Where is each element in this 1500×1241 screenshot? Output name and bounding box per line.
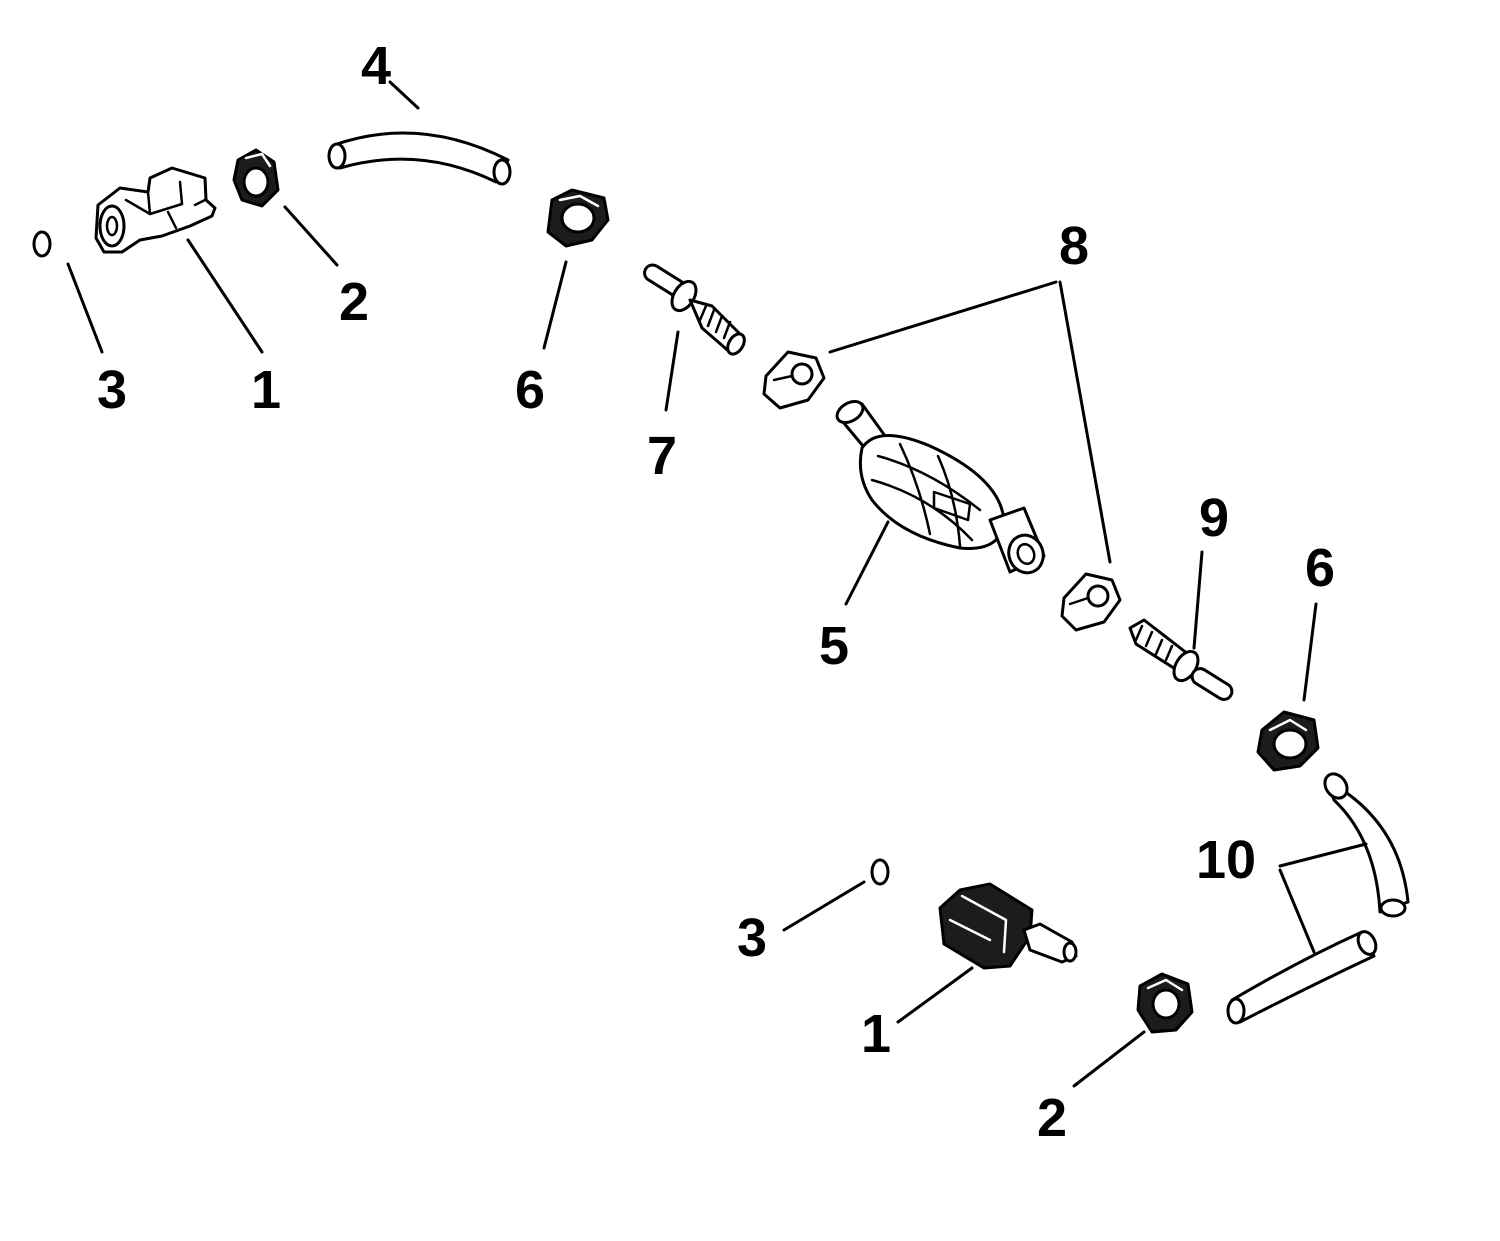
leader-4	[388, 80, 420, 110]
leader-3-top	[66, 262, 104, 354]
primer-bulb	[835, 400, 1046, 575]
callout-3-bot: 3	[737, 908, 767, 968]
fitting-bottom	[1128, 618, 1234, 701]
hose-bottom-upper	[1323, 772, 1410, 918]
callout-6-top: 6	[515, 360, 545, 420]
leader-6-top	[542, 260, 568, 350]
hose-bottom-lower	[1226, 930, 1378, 1025]
leader-lines	[66, 80, 1368, 1088]
clamp-top	[232, 148, 280, 208]
callout-9: 9	[1199, 488, 1229, 548]
callout-labels: 4 2 3 1 6 7 8 5 9 6 10 3 1 2	[97, 36, 1335, 1148]
callout-2-top: 2	[339, 272, 369, 332]
connector-top	[94, 166, 217, 254]
leader-3-bottom	[782, 880, 866, 932]
leader-5	[844, 520, 890, 606]
clamp-bottom	[1136, 972, 1194, 1034]
callout-6-bot: 6	[1305, 538, 1335, 598]
leader-10-upper	[1278, 842, 1368, 868]
clip-upper	[762, 350, 826, 410]
callout-3-top: 3	[97, 360, 127, 420]
leader-6-bottom	[1302, 602, 1318, 702]
callout-10: 10	[1196, 830, 1256, 890]
connector-bottom	[938, 882, 1078, 970]
o-ring-top	[32, 230, 52, 258]
clamp-top-right	[546, 188, 610, 248]
callout-2-bot: 2	[1037, 1088, 1067, 1148]
callout-1-top: 1	[251, 360, 281, 420]
callout-4: 4	[361, 36, 391, 96]
hose-top	[327, 131, 512, 186]
callout-8: 8	[1059, 216, 1089, 276]
leader-1-top	[186, 238, 264, 354]
fitting-top	[643, 263, 746, 356]
callout-5: 5	[819, 616, 849, 676]
callout-7: 7	[647, 426, 677, 486]
clamp-bottom-right	[1256, 710, 1320, 772]
leader-1-bottom	[896, 966, 974, 1024]
leader-8-upper	[828, 280, 1058, 354]
clip-lower	[1060, 572, 1122, 632]
leader-9	[1192, 550, 1204, 650]
callout-1-bot: 1	[861, 1004, 891, 1064]
leader-2-top	[283, 205, 339, 267]
o-ring-bottom	[870, 858, 890, 886]
leader-10-lower	[1278, 868, 1316, 954]
leader-2-bottom	[1072, 1030, 1146, 1088]
leader-8-lower	[1058, 280, 1112, 564]
leader-7	[664, 330, 680, 412]
